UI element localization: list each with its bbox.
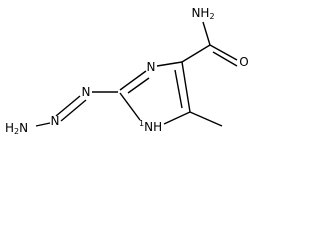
bond-nazo-n-double-a [55, 95, 81, 117]
ring-nh-label: 1NH [139, 119, 162, 135]
bond-c5-n1 [163, 111, 191, 125]
chemical-structure: NH2 O N 1NH N H2N N [5, 6, 249, 136]
terminal-h2n-label: H2N [5, 121, 28, 136]
bond-c4-c5-double [174, 69, 183, 109]
bond-c4-c5 [181, 61, 191, 113]
bond-n1-c2 [119, 92, 141, 121]
bond-camide-nh2 [202, 21, 211, 46]
bond-n3-c4 [156, 61, 183, 67]
triazene-n-label: N [82, 85, 91, 99]
ring-n3-label: N [147, 60, 156, 74]
bond-c2-n3 [119, 70, 147, 91]
triazene-n2-label: N [51, 114, 60, 128]
bond-camide-o [209, 44, 238, 61]
bond-camide-o-double [212, 51, 238, 67]
bond-n-terminal [35, 122, 51, 127]
bond-nazo-n-double-b [60, 99, 87, 122]
amide-nh2-label: NH2 [191, 6, 214, 21]
amide-oxygen-label: O [239, 55, 248, 69]
bond-c4-camide [181, 44, 211, 63]
bond-c2-n3-double [127, 77, 150, 94]
bond-c5-methyl [189, 111, 223, 127]
